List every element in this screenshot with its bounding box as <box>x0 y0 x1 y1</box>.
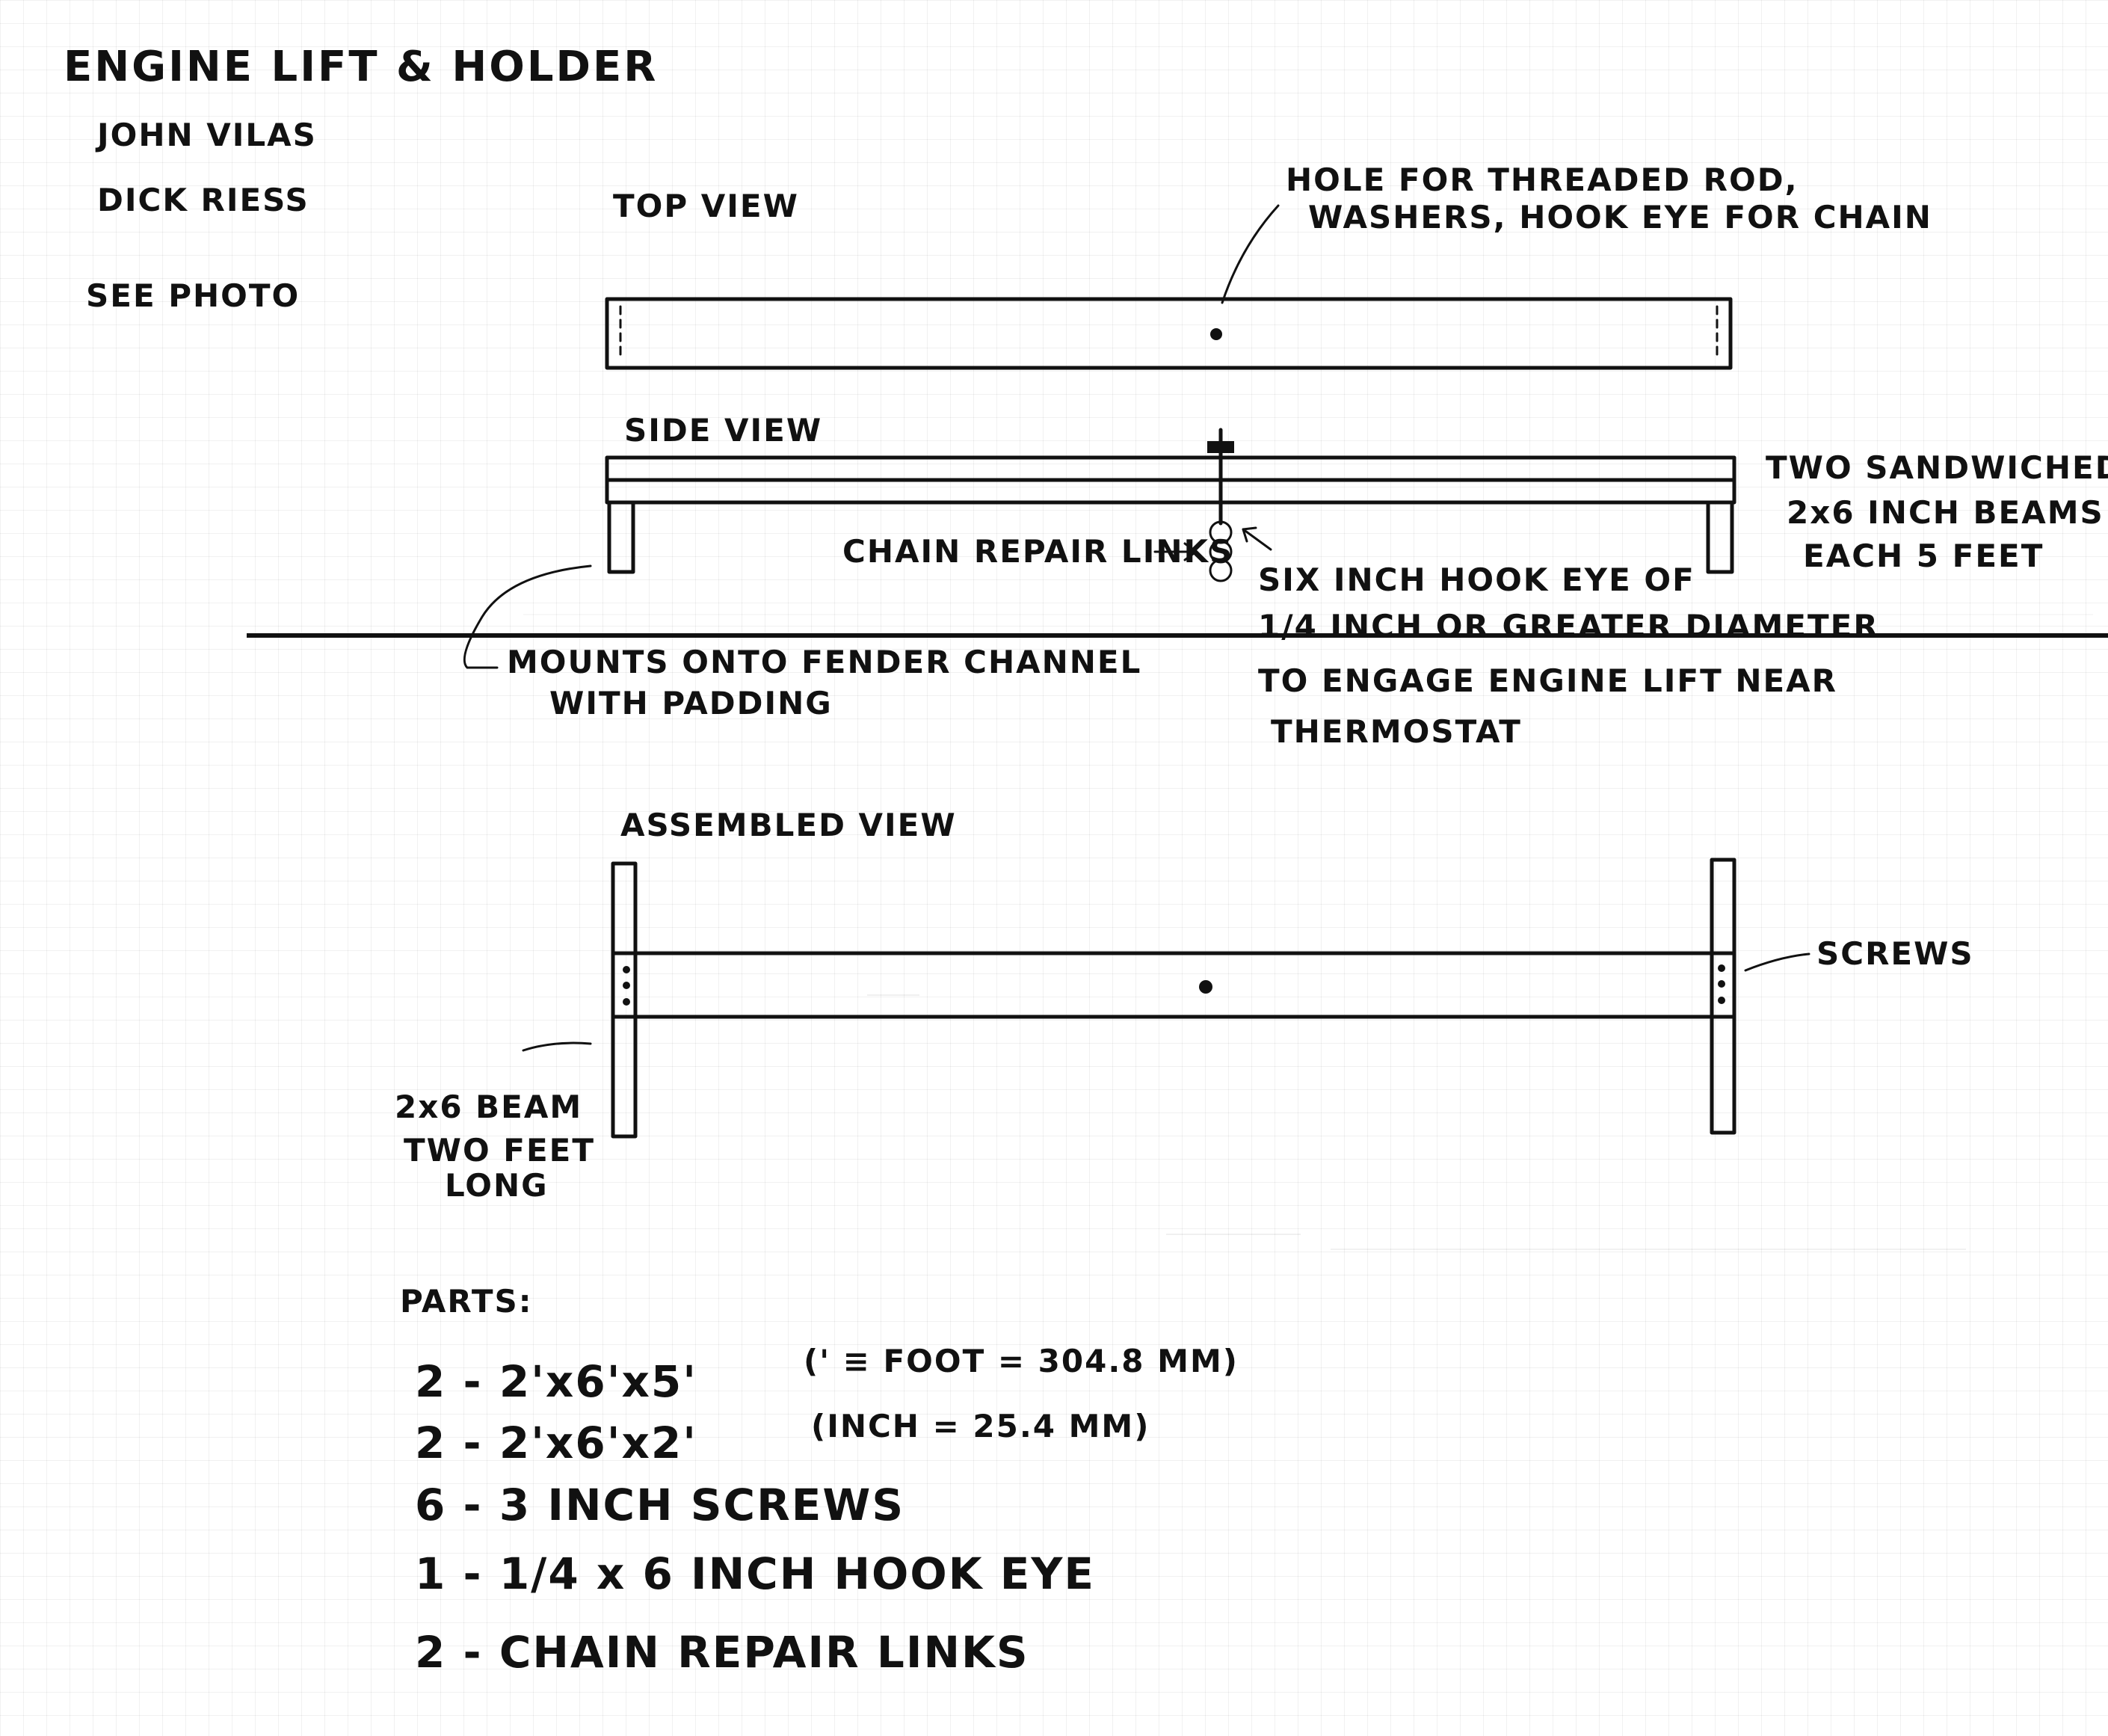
beams-note-line3: EACH 5 FEET <box>1803 538 2044 574</box>
hole-note-line1: HOLE FOR THREADED ROD, <box>1286 161 1799 198</box>
parts-item-3: 6 - 3 INCH SCREWS <box>415 1480 904 1530</box>
beam-note-line1: 2x6 BEAM <box>395 1089 582 1125</box>
center-hole <box>1199 980 1212 994</box>
hook-note-line4: THERMOSTAT <box>1271 713 1522 750</box>
sheet-title: ENGINE LIFT & HOLDER <box>64 43 658 91</box>
parts-item-2: 2 - 2'x6'x2' <box>415 1418 697 1468</box>
show-through-marks <box>867 994 1966 1250</box>
hole-leader-line <box>1221 204 1280 304</box>
beams-note-line1: TWO SANDWICHED <box>1766 449 2108 486</box>
author-john-vilas: JOHN VILAS <box>95 117 317 153</box>
chain-link-2 <box>1209 540 1233 564</box>
threaded-rod-hole <box>1210 328 1222 340</box>
parts-item-1: 2 - 2'x6'x5' <box>415 1356 697 1407</box>
washer-nut <box>1207 441 1234 453</box>
side-view-title: SIDE VIEW <box>624 412 822 449</box>
unit-foot-note: (' ≡ FOOT = 304.8 MM) <box>804 1343 1239 1379</box>
author-dick-riess: DICK RIESS <box>97 182 309 218</box>
see-photo-note: SEE PHOTO <box>86 277 300 314</box>
hook-note-line1: SIX INCH HOOK EYE OF <box>1258 561 1695 598</box>
mount-note-line2: WITH PADDING <box>549 685 833 721</box>
parts-heading: PARTS: <box>400 1283 533 1320</box>
screws-leader-line <box>1744 952 1810 972</box>
right-upright <box>1710 858 1736 1135</box>
hook-note-line3: TO ENGAGE ENGINE LIFT NEAR <box>1258 662 1837 699</box>
chain-link-1 <box>1209 520 1233 544</box>
beam-note-line2: TWO FEET <box>404 1132 595 1169</box>
chain-link-3 <box>1209 558 1233 582</box>
parts-item-4: 1 - 1/4 x 6 INCH HOOK EYE <box>415 1548 1095 1599</box>
screw-left-2 <box>623 982 630 989</box>
screw-right-3 <box>1718 997 1725 1004</box>
hook-note-line2: 1/4 INCH OR GREATER DIAMETER <box>1258 608 1879 644</box>
assembled-view-title: ASSEMBLED VIEW <box>620 807 957 843</box>
screws-label: SCREWS <box>1816 935 1974 972</box>
top-view-title: TOP VIEW <box>613 188 799 224</box>
crossbeam <box>611 951 1736 1019</box>
chain-arrow-icon <box>1153 542 1198 561</box>
side-view-assembly <box>605 428 1736 582</box>
assembled-view-frame <box>611 858 1736 1139</box>
screw-right-2 <box>1718 980 1725 988</box>
screw-right-1 <box>1718 964 1725 972</box>
hole-note-line2: WASHERS, HOOK EYE FOR CHAIN <box>1308 199 1932 236</box>
screw-left-3 <box>623 998 630 1006</box>
top-view-beam <box>605 297 1733 370</box>
beam-note-line3: LONG <box>445 1167 549 1204</box>
mount-note-line1: MOUNTS ONTO FENDER CHANNEL <box>507 644 1141 680</box>
hook-arrow-icon <box>1242 526 1272 551</box>
unit-inch-note: (INCH = 25.4 MM) <box>811 1408 1150 1444</box>
beams-note-line2: 2x6 INCH BEAMS <box>1787 494 2104 531</box>
parts-item-5: 2 - CHAIN REPAIR LINKS <box>415 1627 1029 1678</box>
beam-leader-line <box>522 1041 592 1052</box>
screw-left-1 <box>623 966 630 973</box>
mount-leader-line <box>463 564 592 669</box>
